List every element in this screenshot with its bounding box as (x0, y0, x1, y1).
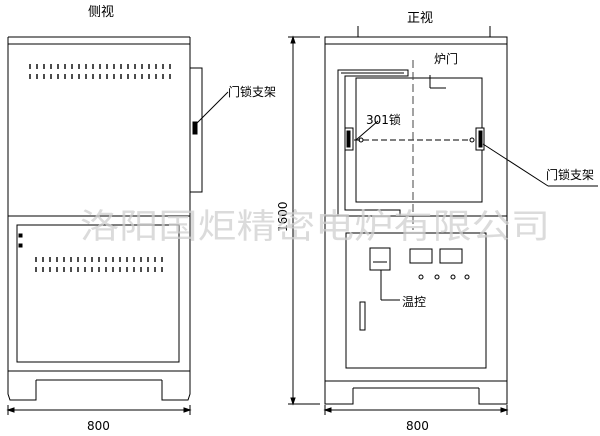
side-upper-vents (29, 64, 171, 79)
height-label: 1600 (276, 201, 290, 232)
side-view-title: 侧视 (88, 5, 114, 20)
lock-pin (469, 137, 475, 143)
side-door-bracket (189, 67, 203, 193)
control-panel (345, 232, 487, 369)
lock-pin (358, 137, 364, 143)
side-foot-left (7, 371, 37, 401)
front-foot-right (478, 381, 508, 405)
indicator-light (464, 274, 470, 280)
meter-display-1 (409, 248, 433, 264)
side-bracket-label: 门锁支架 (228, 84, 276, 99)
door-hinge-bracket (337, 69, 409, 217)
side-view (6, 36, 229, 415)
lock-301-label: 301锁 (366, 112, 401, 127)
side-lock-block (192, 121, 198, 135)
meter-display-2 (439, 248, 463, 264)
cabinet-handle (359, 301, 366, 331)
company-watermark: 洛阳国炬精密电炉有限公司 (80, 207, 550, 247)
front-view (288, 26, 598, 415)
side-upper-body (7, 43, 191, 217)
lock-301-leader (355, 120, 379, 141)
temp-control-label: 温控 (402, 295, 426, 309)
side-lower-cabinet (7, 215, 191, 372)
side-lower-vents (35, 257, 163, 272)
indicator-light (450, 274, 456, 280)
side-bracket-leader (195, 91, 229, 125)
side-hole-mark (18, 233, 23, 238)
indicator-light (434, 274, 440, 280)
temp-controller-display (369, 247, 391, 271)
front-bracket-label: 门锁支架 (546, 167, 594, 182)
front-foot-left (324, 381, 354, 405)
front-bracket-leader (482, 143, 549, 187)
side-width-label: 800 (87, 419, 110, 433)
front-width-label: 800 (406, 419, 429, 433)
front-outer-frame (324, 36, 508, 382)
indicator-light (418, 274, 424, 280)
furnace-door-label: 炉门 (434, 51, 458, 66)
side-foot-right (161, 371, 191, 401)
front-view-title: 正视 (407, 11, 433, 26)
side-cabinet-panel (16, 224, 180, 363)
side-hole-mark (18, 243, 23, 248)
